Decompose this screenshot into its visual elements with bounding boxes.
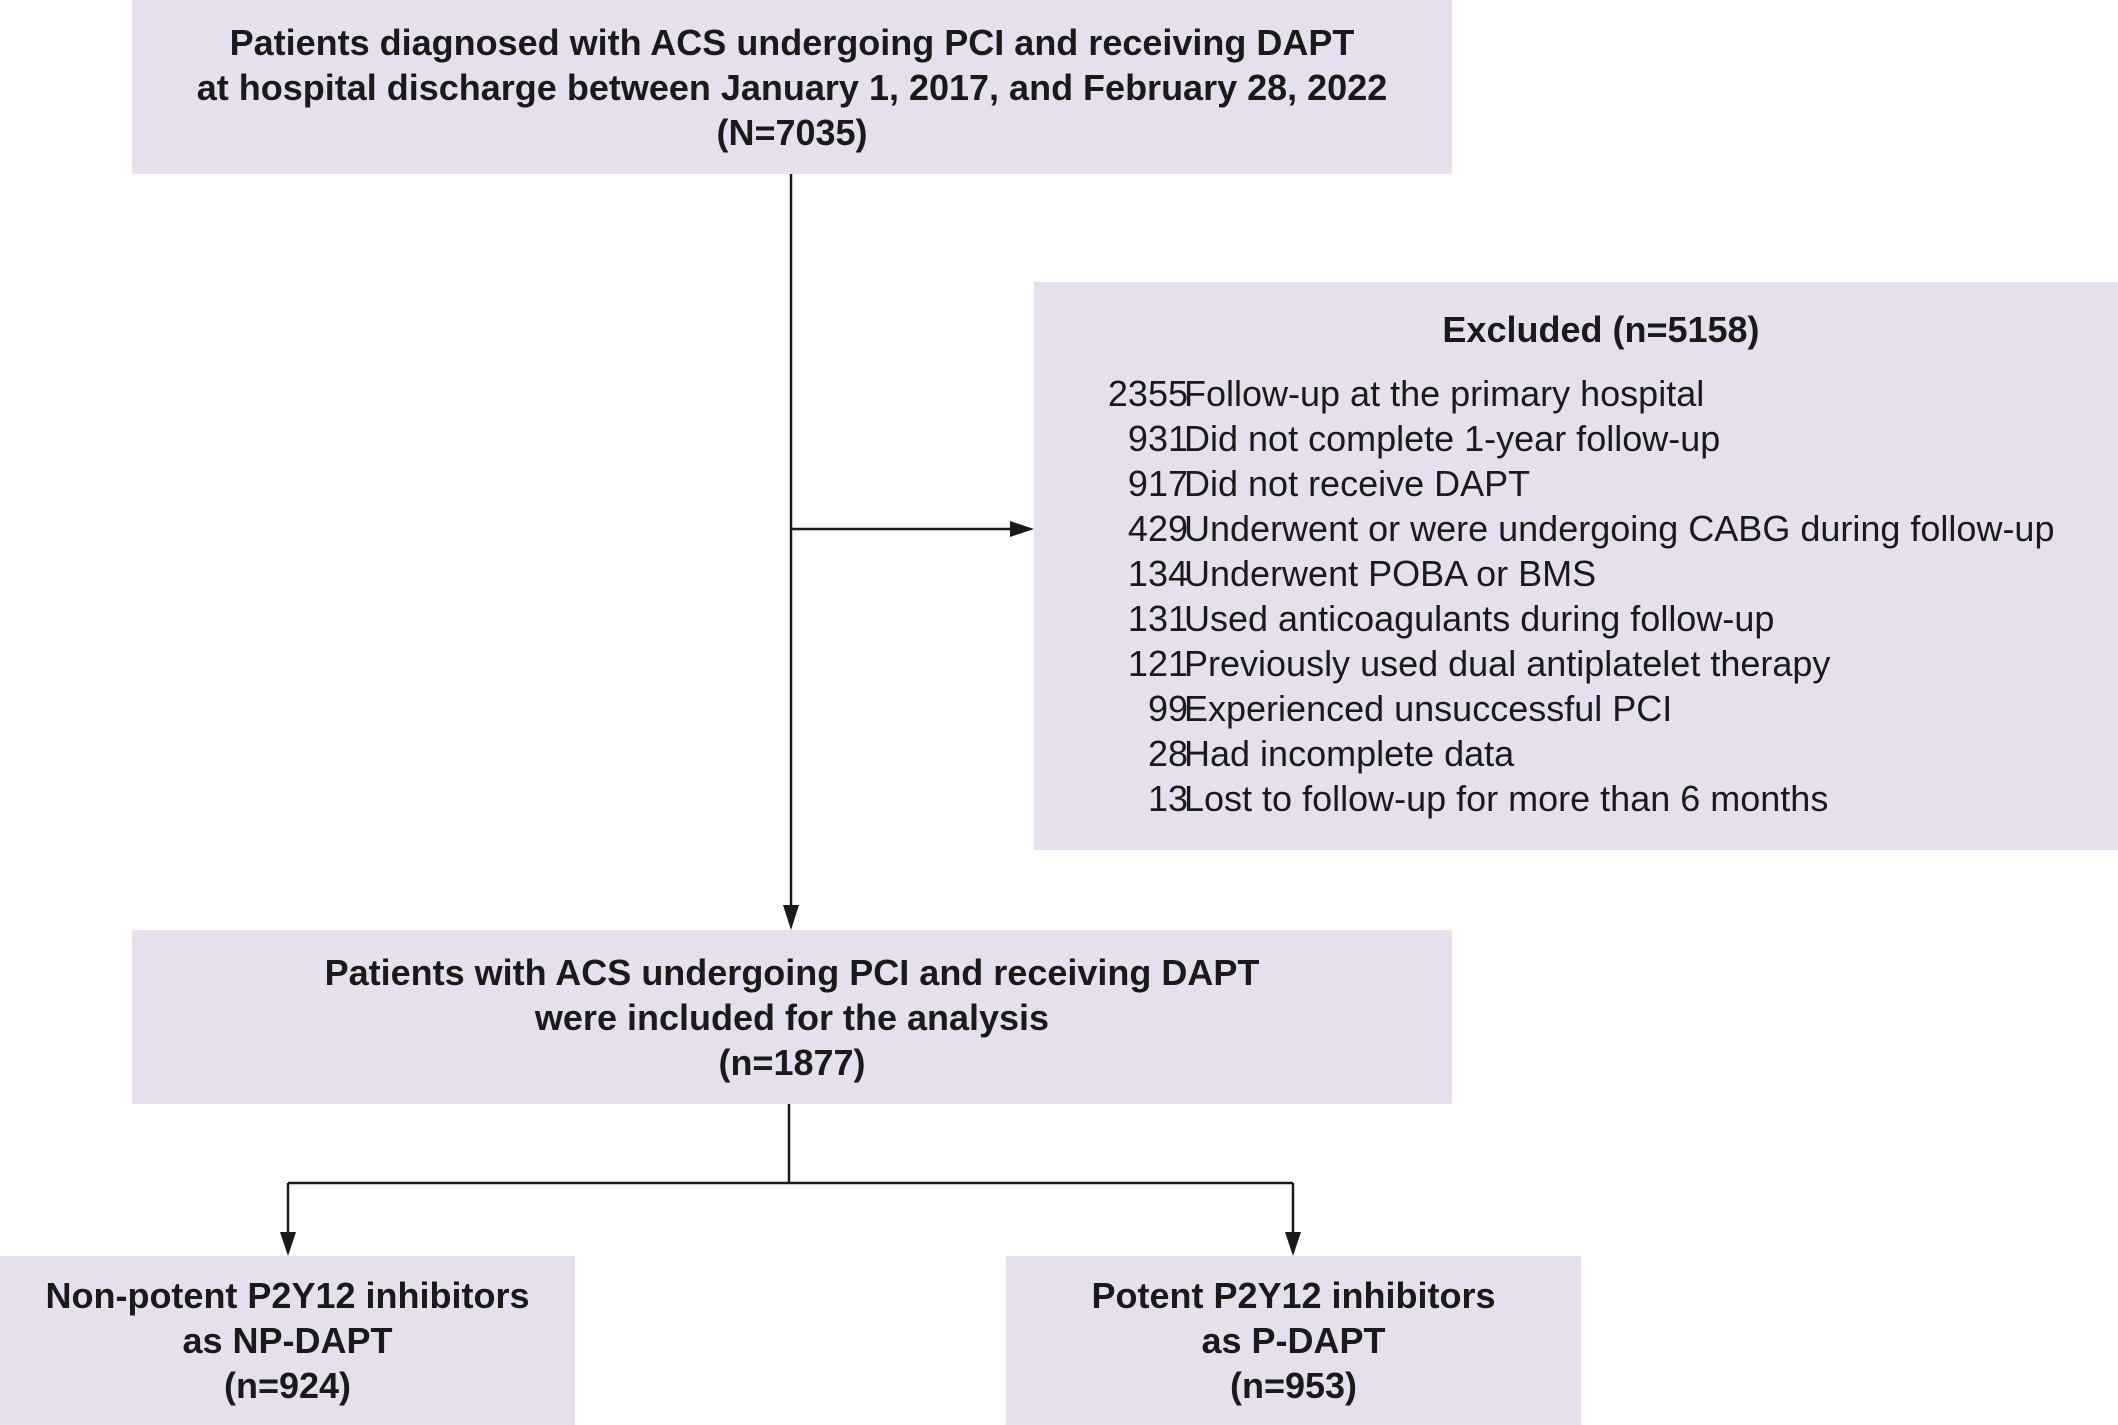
included-population-count: (n=1877) bbox=[718, 1041, 866, 1083]
main-flow-arrowhead bbox=[783, 905, 799, 930]
excluded-item: 931 Did not complete 1-year follow-up bbox=[1034, 416, 2118, 461]
excluded-title: Excluded (n=5158) bbox=[1442, 309, 1760, 350]
excluded-item: 2355 Follow-up at the primary hospital bbox=[1034, 371, 2118, 416]
split-left-arrowhead bbox=[280, 1232, 296, 1256]
np-dapt-count: (n=924) bbox=[223, 1365, 352, 1406]
excluded-item-count: 99 bbox=[1147, 688, 1188, 729]
excluded-item: 121 Previously used dual antiplatelet th… bbox=[1034, 641, 2118, 686]
excluded-item-reason: Used anticoagulants during follow-up bbox=[1184, 598, 1775, 639]
np-dapt-line1: Non-potent P2Y12 inhibitors bbox=[45, 1275, 530, 1316]
p-dapt-line2: as P-DAPT bbox=[1201, 1320, 1386, 1361]
exclusion-branch-arrowhead bbox=[1010, 521, 1034, 537]
p-dapt-box: Potent P2Y12 inhibitors as P-DAPT (n=953… bbox=[1006, 1256, 1581, 1425]
excluded-item-reason: Experienced unsuccessful PCI bbox=[1184, 688, 1673, 729]
excluded-item-reason: Did not receive DAPT bbox=[1184, 463, 1531, 504]
included-population-box: Patients with ACS undergoing PCI and rec… bbox=[132, 930, 1452, 1104]
excluded-item-reason: Did not complete 1-year follow-up bbox=[1184, 418, 1721, 459]
np-dapt-line2: as NP-DAPT bbox=[182, 1320, 393, 1361]
initial-population-box: Patients diagnosed with ACS undergoing P… bbox=[132, 0, 1452, 174]
excluded-item-reason: Underwent or were undergoing CABG during… bbox=[1184, 508, 2055, 549]
np-dapt-box: Non-potent P2Y12 inhibitors as NP-DAPT (… bbox=[0, 1256, 575, 1425]
excluded-item: 28 Had incomplete data bbox=[1034, 731, 2118, 776]
split-right-arrowhead bbox=[1285, 1232, 1301, 1256]
initial-population-count: (N=7035) bbox=[716, 111, 868, 153]
excluded-item-count: 917 bbox=[1127, 463, 1188, 504]
included-population-line2: were included for the analysis bbox=[534, 996, 1050, 1038]
excluded-item-reason: Follow-up at the primary hospital bbox=[1184, 373, 1705, 414]
excluded-list: 2355 Follow-up at the primary hospital 9… bbox=[1034, 371, 2118, 821]
excluded-item: 134 Underwent POBA or BMS bbox=[1034, 551, 2118, 596]
excluded-item-count: 121 bbox=[1127, 643, 1188, 684]
included-population-line1: Patients with ACS undergoing PCI and rec… bbox=[324, 951, 1260, 993]
initial-population-line1: Patients diagnosed with ACS undergoing P… bbox=[229, 21, 1355, 63]
excluded-item-count: 131 bbox=[1127, 598, 1188, 639]
excluded-item: 13 Lost to follow-up for more than 6 mon… bbox=[1034, 776, 2118, 821]
excluded-item-count: 2355 bbox=[1107, 373, 1188, 414]
excluded-item: 131 Used anticoagulants during follow-up bbox=[1034, 596, 2118, 641]
initial-population-line2: at hospital discharge between January 1,… bbox=[196, 66, 1388, 108]
excluded-box: Excluded (n=5158) 2355 Follow-up at the … bbox=[1034, 282, 2118, 850]
excluded-item-reason: Lost to follow-up for more than 6 months bbox=[1184, 778, 1829, 819]
excluded-item: 917 Did not receive DAPT bbox=[1034, 461, 2118, 506]
excluded-item: 429 Underwent or were undergoing CABG du… bbox=[1034, 506, 2118, 551]
excluded-item: 99 Experienced unsuccessful PCI bbox=[1034, 686, 2118, 731]
excluded-item-count: 28 bbox=[1147, 733, 1188, 774]
excluded-item-count: 429 bbox=[1127, 508, 1188, 549]
excluded-item-count: 134 bbox=[1127, 553, 1188, 594]
p-dapt-count: (n=953) bbox=[1229, 1365, 1358, 1406]
excluded-item-reason: Previously used dual antiplatelet therap… bbox=[1184, 643, 1831, 684]
excluded-item-count: 931 bbox=[1127, 418, 1188, 459]
p-dapt-line1: Potent P2Y12 inhibitors bbox=[1091, 1275, 1496, 1316]
excluded-item-reason: Underwent POBA or BMS bbox=[1184, 553, 1597, 594]
excluded-item-reason: Had incomplete data bbox=[1184, 733, 1515, 774]
excluded-item-count: 13 bbox=[1147, 778, 1188, 819]
